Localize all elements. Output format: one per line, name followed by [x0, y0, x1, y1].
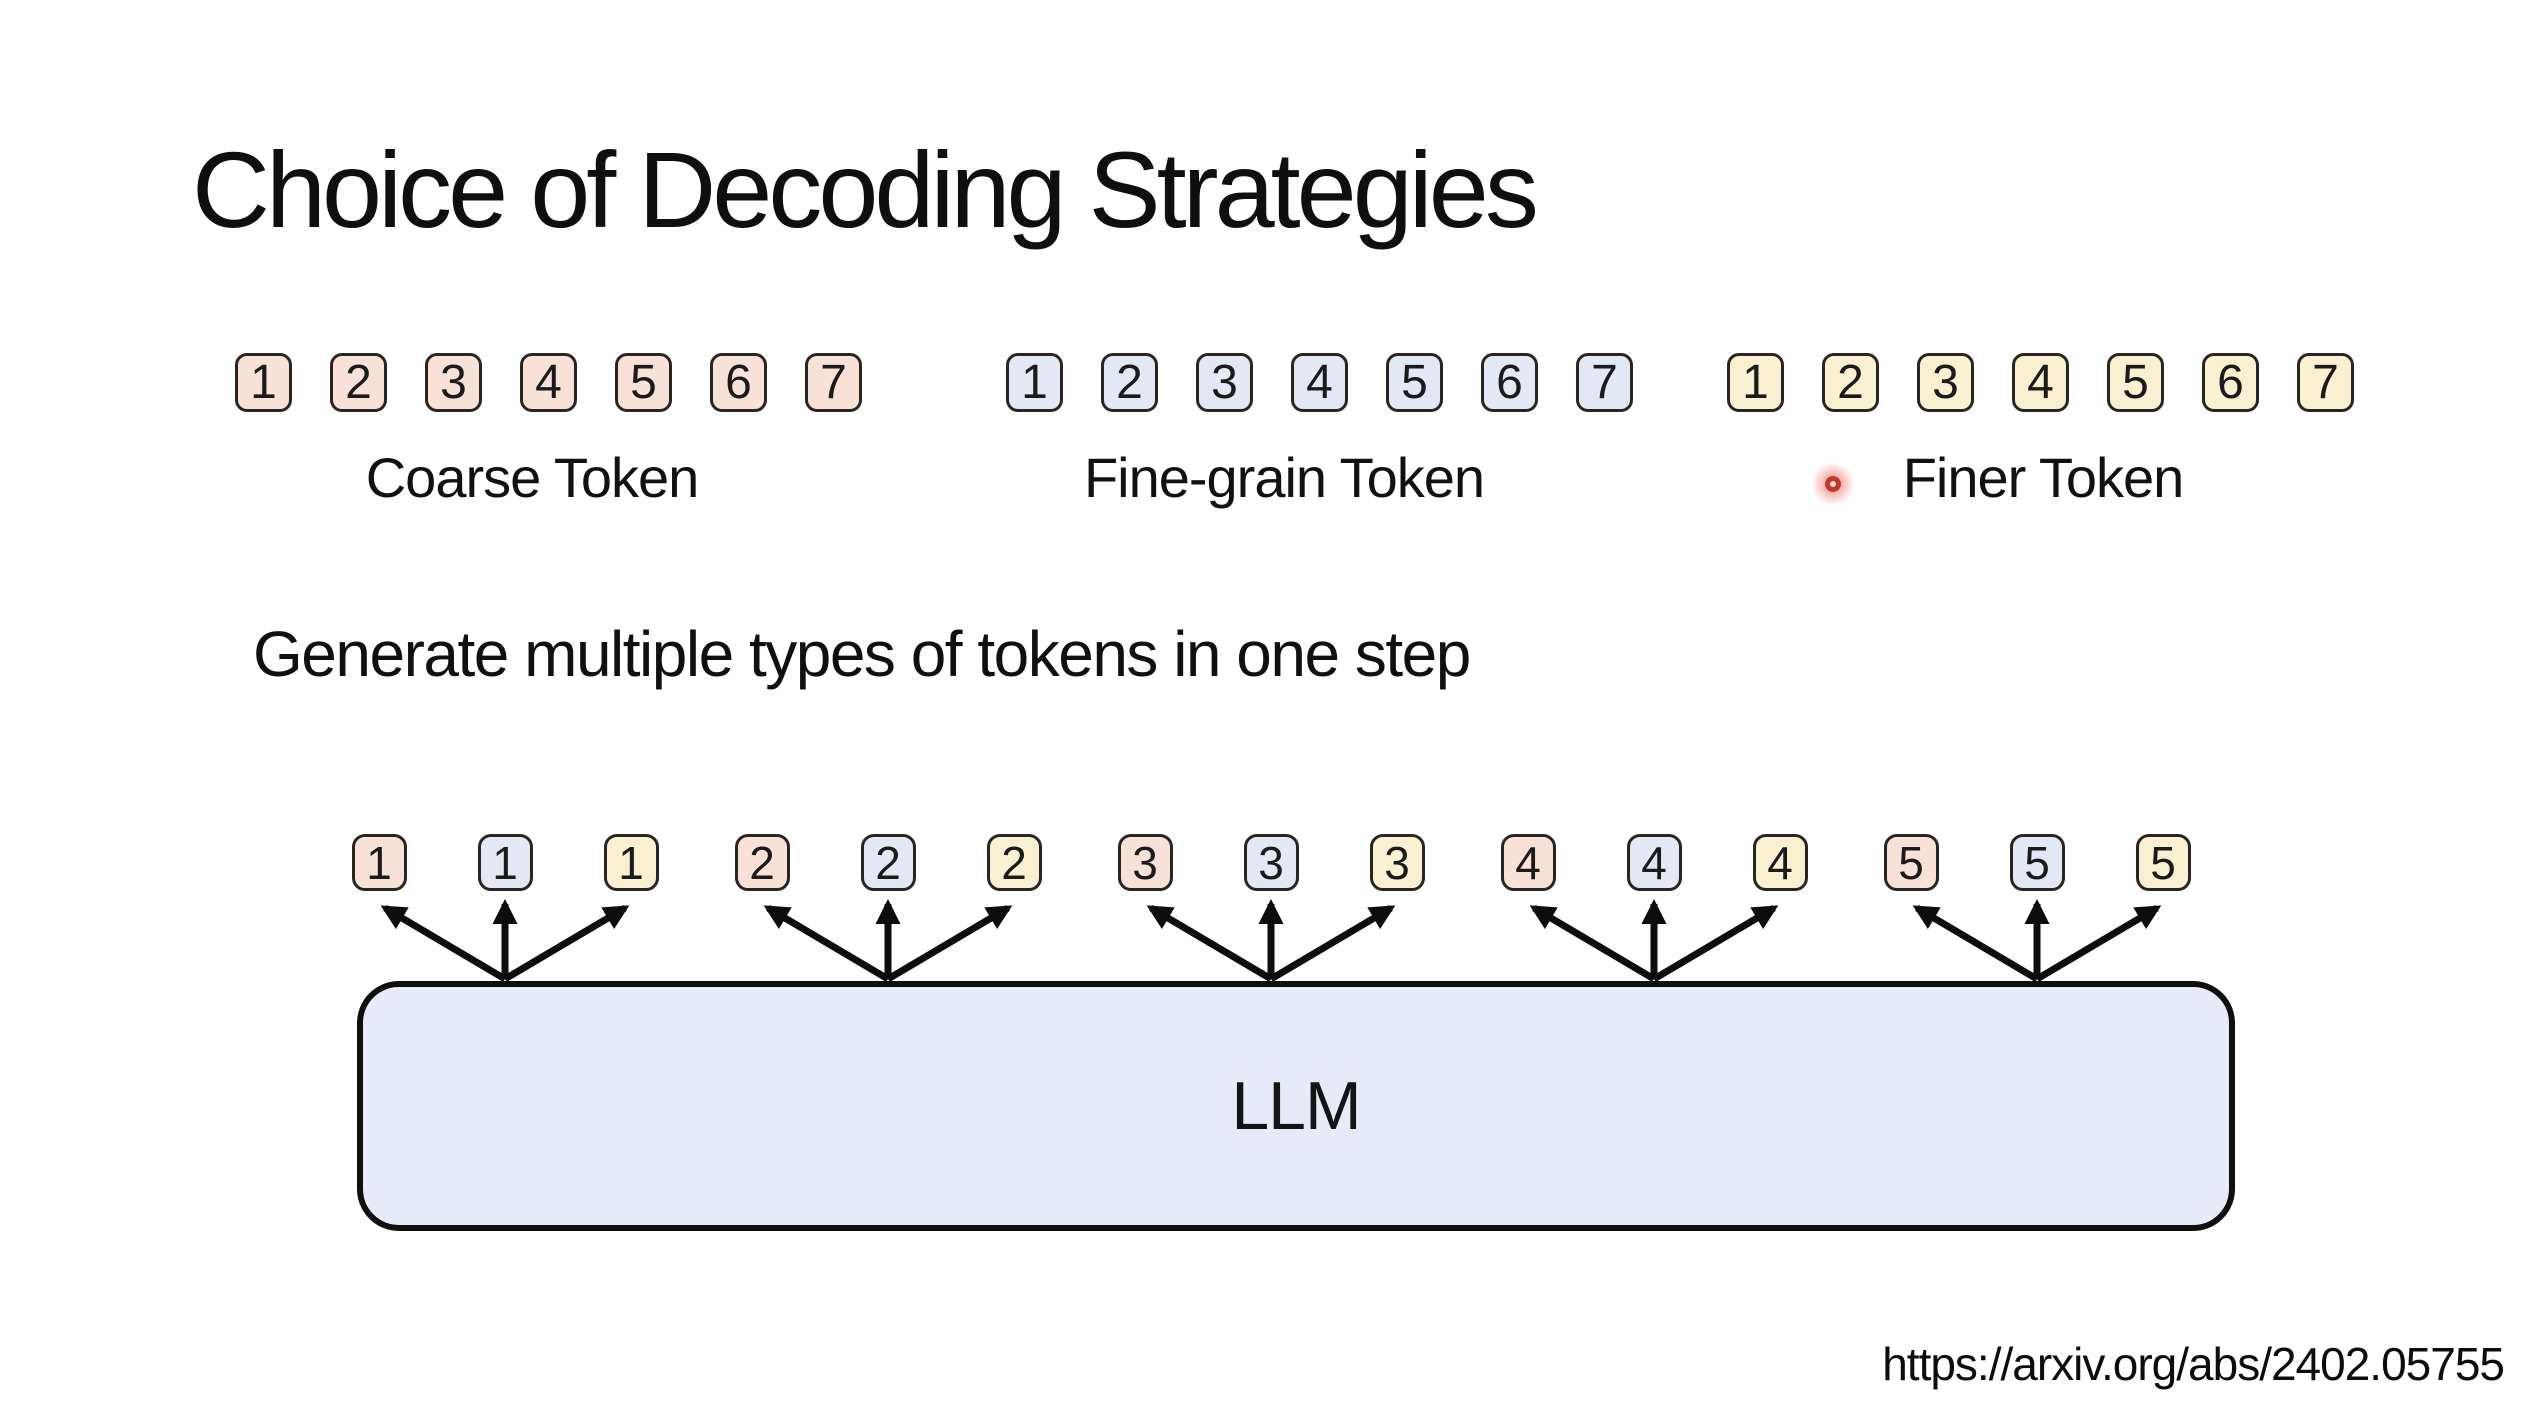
token-box-finer: 2 — [1822, 353, 1879, 412]
coarse-token-label: Coarse Token — [365, 446, 700, 509]
fan-arrow — [380, 904, 507, 983]
slide-subtitle: Generate multiple types of tokens in one… — [253, 618, 1471, 690]
generated-token-step-3: 3 — [1369, 834, 1425, 891]
token-box-coarse: 7 — [805, 353, 862, 412]
slide-title: Choice of Decoding Strategies — [192, 129, 1539, 250]
finer-token-label: Finer Token — [1902, 446, 2185, 509]
generated-token-step-4: 4 — [1752, 834, 1808, 891]
laser-ring — [1825, 476, 1841, 492]
generated-token-step-5: 5 — [1883, 834, 1939, 891]
fan-arrow — [1652, 904, 1779, 983]
generated-token-step-5: 5 — [2135, 834, 2191, 891]
token-box-coarse: 1 — [235, 353, 292, 412]
token-box-finer: 6 — [2202, 353, 2259, 412]
generated-token-step-3: 3 — [1243, 834, 1299, 891]
generated-token-step-1: 1 — [351, 834, 407, 891]
fine-grain-token-label: Fine-grain Token — [1083, 446, 1485, 509]
fan-arrow — [1529, 904, 1656, 983]
generated-token-step-1: 1 — [477, 834, 533, 891]
generated-token-step-5: 5 — [2009, 834, 2065, 891]
generated-token-step-2: 2 — [860, 834, 916, 891]
generated-token-step-1: 1 — [603, 834, 659, 891]
source-url-link[interactable]: https://arxiv.org/abs/2402.05755 — [1882, 1338, 2505, 1390]
token-box-finer: 4 — [2012, 353, 2069, 412]
fan-arrow — [503, 904, 630, 983]
llm-label: LLM — [1231, 1068, 1361, 1144]
token-box-coarse: 3 — [425, 353, 482, 412]
token-box-finer: 5 — [2107, 353, 2164, 412]
generated-token-step-2: 2 — [986, 834, 1042, 891]
token-box-finer: 1 — [1727, 353, 1784, 412]
fan-arrow — [1912, 904, 2039, 983]
token-box-fine: 5 — [1386, 353, 1443, 412]
token-box-fine: 6 — [1481, 353, 1538, 412]
token-box-coarse: 4 — [520, 353, 577, 412]
generated-token-step-4: 4 — [1500, 834, 1556, 891]
token-box-fine: 4 — [1291, 353, 1348, 412]
token-box-fine: 2 — [1101, 353, 1158, 412]
token-box-finer: 3 — [1917, 353, 1974, 412]
token-box-fine: 3 — [1196, 353, 1253, 412]
llm-box: LLM — [357, 981, 2235, 1231]
token-box-fine: 7 — [1576, 353, 1633, 412]
token-box-coarse: 6 — [710, 353, 767, 412]
token-box-finer: 7 — [2297, 353, 2354, 412]
fan-arrow — [2035, 904, 2162, 983]
generated-token-step-3: 3 — [1117, 834, 1173, 891]
generated-token-step-2: 2 — [734, 834, 790, 891]
fan-arrow — [763, 904, 890, 983]
fan-arrow — [1146, 904, 1273, 983]
token-box-fine: 1 — [1006, 353, 1063, 412]
fan-arrow — [1269, 904, 1396, 983]
token-box-coarse: 2 — [330, 353, 387, 412]
generated-token-step-4: 4 — [1626, 834, 1682, 891]
token-box-coarse: 5 — [615, 353, 672, 412]
fan-arrow — [886, 904, 1013, 983]
